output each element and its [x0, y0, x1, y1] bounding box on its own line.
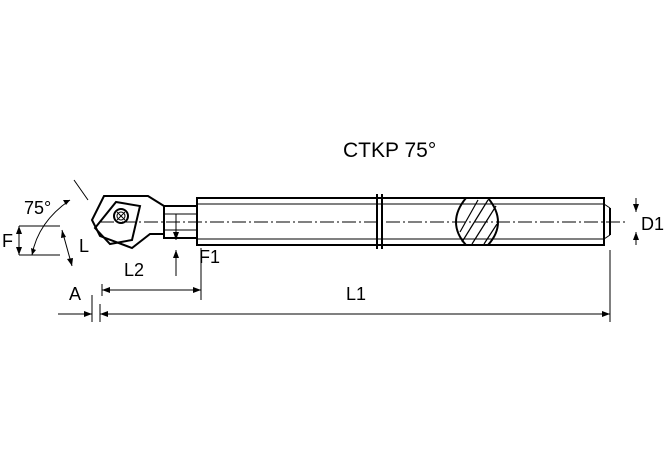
d1-dimension [633, 198, 639, 245]
l2-dimension [101, 248, 202, 300]
f1-dimension [173, 214, 179, 276]
l-dimension [61, 229, 73, 267]
l-label: L [79, 236, 89, 256]
f-label: F [2, 231, 13, 251]
a-dimension [58, 295, 108, 322]
model-title: CTKP 75° [343, 139, 436, 162]
insert [93, 200, 142, 246]
insert-screw [113, 208, 129, 224]
angle-dimension [31, 179, 89, 256]
cross-section [454, 197, 500, 246]
tool-shank [100, 197, 628, 246]
d1-label: D1 [641, 214, 664, 234]
angle-label: 75° [24, 198, 51, 218]
l1-label: L1 [346, 284, 366, 304]
tool-head [90, 195, 197, 250]
f-dimension [16, 225, 60, 256]
a-label: A [69, 284, 81, 304]
break-marks [376, 194, 383, 249]
l1-dimension [100, 250, 611, 322]
l2-label: L2 [124, 260, 144, 280]
f1-label: F1 [199, 247, 220, 267]
